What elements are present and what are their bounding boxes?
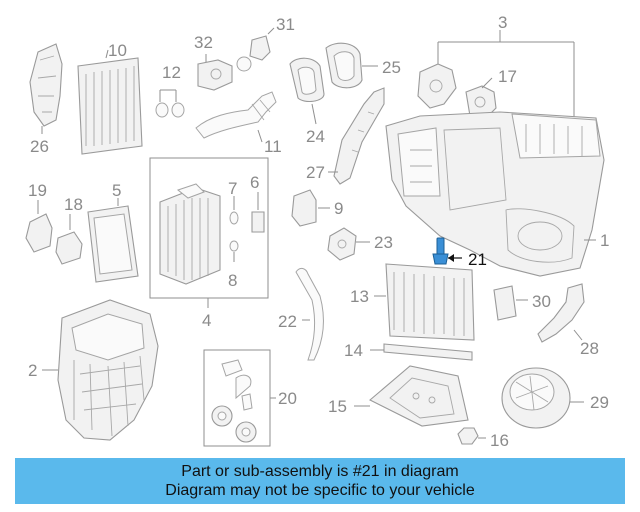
callout-23: 23 bbox=[374, 233, 393, 252]
callout-18: 18 bbox=[64, 195, 83, 214]
callout-3: 3 bbox=[498, 13, 507, 32]
callout-13: 13 bbox=[350, 287, 369, 306]
callout-19: 19 bbox=[28, 181, 47, 200]
callout-27: 27 bbox=[306, 163, 325, 182]
part-11-refrigerant-line bbox=[195, 91, 277, 143]
callout-20: 20 bbox=[278, 389, 297, 408]
part-22-drain-hose bbox=[295, 267, 324, 361]
part-9-connector bbox=[291, 189, 330, 227]
part-21-highlighted bbox=[432, 237, 462, 265]
banner-line-2: Diagram may not be specific to your vehi… bbox=[165, 482, 475, 499]
callout-21: 21 bbox=[468, 250, 487, 269]
callout-16: 16 bbox=[490, 431, 509, 450]
callout-25: 25 bbox=[382, 58, 401, 77]
callout-28: 28 bbox=[580, 339, 599, 358]
part-3-servo-motor bbox=[417, 63, 457, 109]
callout-1: 1 bbox=[600, 231, 609, 250]
part-5-cabin-filter bbox=[87, 198, 139, 283]
part-18-bracket bbox=[55, 214, 83, 265]
banner-line-1: Part or sub-assembly is #21 in diagram bbox=[181, 463, 459, 480]
part-30-clip bbox=[493, 285, 528, 321]
callout-15: 15 bbox=[328, 397, 347, 416]
part-28-bracket bbox=[537, 283, 585, 343]
callout-11: 11 bbox=[264, 137, 282, 156]
callout-22: 22 bbox=[278, 312, 297, 331]
callout-4: 4 bbox=[202, 311, 211, 330]
part-10-heater-core bbox=[77, 49, 143, 155]
callout-24: 24 bbox=[306, 127, 325, 146]
part-4-evaporator bbox=[159, 183, 221, 308]
leader-3 bbox=[437, 41, 575, 118]
part-27-bracket bbox=[328, 87, 385, 185]
callout-7: 7 bbox=[228, 179, 237, 198]
part-7-o-ring bbox=[229, 196, 239, 225]
parts-diagram: 26 10 12 32 31 11 24 bbox=[25, 13, 609, 450]
part-16-nut bbox=[457, 427, 486, 445]
callout-26: 26 bbox=[30, 137, 49, 156]
info-banner: Part or sub-assembly is #21 in diagram D… bbox=[15, 458, 625, 504]
callout-30: 30 bbox=[532, 292, 551, 311]
callout-8: 8 bbox=[228, 271, 237, 290]
part-32-valve-bracket bbox=[197, 54, 233, 91]
callout-29: 29 bbox=[590, 393, 609, 412]
callout-5: 5 bbox=[112, 181, 121, 200]
callout-12: 12 bbox=[162, 63, 181, 82]
part-6-valve bbox=[251, 192, 265, 233]
part-19-bracket bbox=[25, 200, 53, 253]
callout-17: 17 bbox=[498, 67, 517, 86]
part-25-gasket bbox=[325, 42, 378, 89]
callout-14: 14 bbox=[344, 341, 363, 360]
group-box-4 bbox=[149, 157, 269, 299]
callout-9: 9 bbox=[334, 199, 343, 218]
part-13-filter bbox=[374, 263, 475, 341]
part-29-blower-motor bbox=[501, 367, 584, 429]
callout-31: 31 bbox=[276, 15, 295, 34]
part-20-hardware-set bbox=[211, 359, 276, 443]
callout-6: 6 bbox=[250, 173, 259, 192]
part-26-bracket bbox=[29, 43, 63, 134]
part-17-actuator bbox=[465, 77, 497, 121]
callout-32: 32 bbox=[194, 33, 213, 52]
part-31-expansion-valve bbox=[236, 27, 275, 72]
callout-10: 10 bbox=[108, 41, 127, 60]
part-2-lower-housing bbox=[42, 299, 159, 441]
part-12-o-rings bbox=[155, 89, 185, 118]
part-14-seal bbox=[370, 343, 473, 361]
part-1-hvac-housing bbox=[385, 111, 605, 277]
part-23-sensor bbox=[327, 227, 370, 261]
callout-2: 2 bbox=[28, 361, 37, 380]
part-15-tray bbox=[354, 365, 469, 427]
part-24-gasket bbox=[289, 57, 325, 125]
part-8-o-ring bbox=[229, 240, 239, 262]
